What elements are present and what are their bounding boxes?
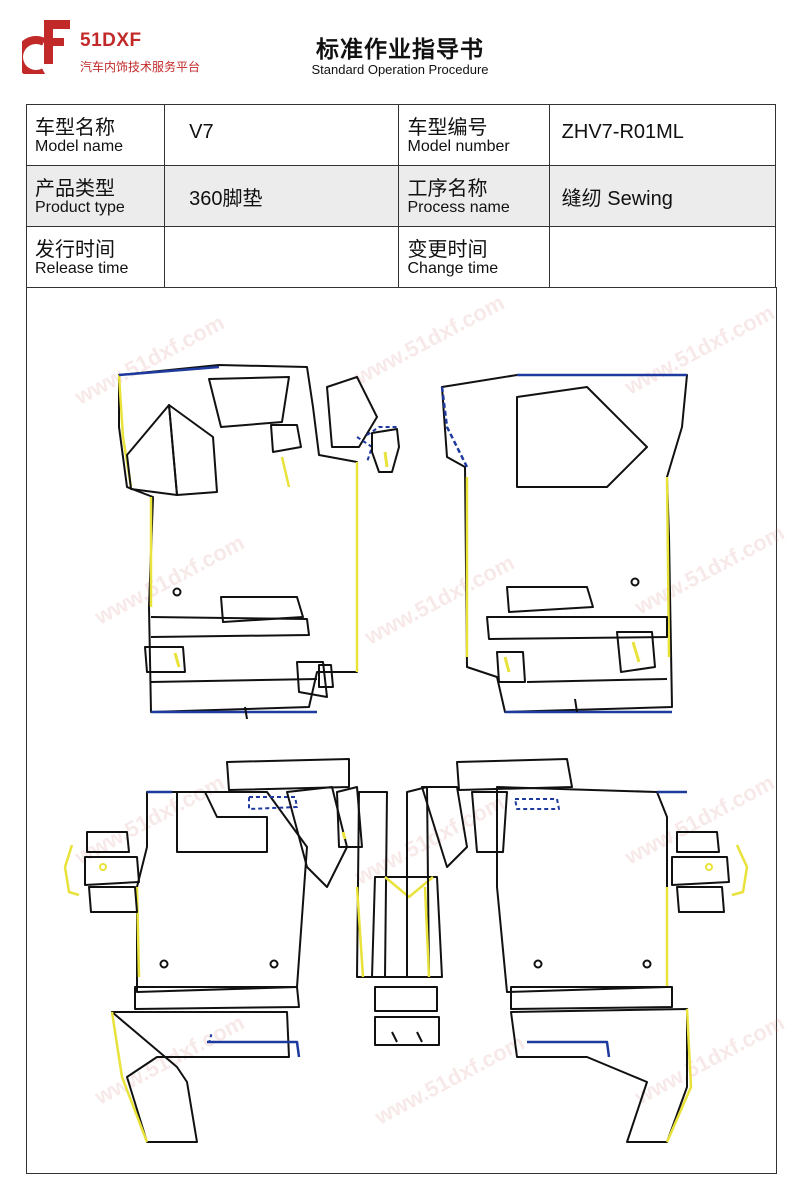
label-en: Change time: [407, 260, 499, 277]
product-type-value-cell: 360脚垫: [164, 165, 400, 227]
front-left-mat-pattern: [117, 364, 378, 720]
label-en: Product type: [35, 199, 125, 216]
change-time-label: 变更时间 Change time: [398, 226, 550, 288]
release-time-value: [165, 227, 398, 243]
info-table: 车型名称 Model name V7 车型编号 Model number ZHV…: [25, 104, 777, 288]
label-cn: 工序名称: [407, 176, 488, 200]
left-side-pads: [63, 831, 140, 913]
product-type-value: 360脚垫: [189, 188, 263, 210]
label-en: Model number: [407, 138, 510, 155]
product-type-label: 产品类型 Product type: [25, 165, 166, 227]
model-number-value-cell: ZHV7-R01ML: [548, 104, 777, 166]
pattern-drawing-area: www.51dxf.com www.51dxf.com www.51dxf.co…: [26, 287, 788, 1174]
info-row: 产品类型 Product type 360脚垫 工序名称 Process nam…: [25, 165, 777, 227]
rear-left-mat-pattern: [110, 758, 388, 1143]
document-title: 标准作业指导书: [316, 37, 484, 63]
release-time-value-cell: [164, 226, 400, 288]
right-side-pads: [671, 831, 749, 913]
label-cn: 发行时间: [35, 237, 115, 261]
process-name-label: 工序名称 Process name: [398, 165, 550, 227]
center-tunnel-pattern: [371, 876, 443, 1046]
label-cn: 车型名称: [35, 115, 115, 139]
brand-name: 51DXF: [80, 30, 142, 51]
info-row: 车型名称 Model name V7 车型编号 Model number ZHV…: [25, 104, 777, 166]
51dxf-logo-icon: [22, 20, 70, 74]
change-time-value-cell: [548, 226, 777, 288]
label-cn: 变更时间: [407, 237, 488, 261]
model-name-value-cell: V7: [164, 104, 400, 166]
heel-pad-piece: [366, 426, 400, 473]
label-en: Process name: [407, 199, 510, 216]
change-time-value: [550, 227, 775, 243]
process-name-value: 缝纫 Sewing: [561, 188, 673, 210]
model-name-value: V7: [189, 121, 214, 143]
front-right-mat-pattern: [440, 373, 688, 714]
model-number-label: 车型编号 Model number: [398, 104, 550, 166]
rear-right-mat-pattern: [406, 758, 693, 1143]
floor-mat-patterns: [63, 364, 749, 1143]
label-en: Release time: [35, 260, 129, 277]
process-name-value-cell: 缝纫 Sewing: [548, 165, 777, 227]
document-subtitle: Standard Operation Procedure: [311, 62, 489, 77]
model-name-label: 车型名称 Model name: [25, 104, 166, 166]
info-row: 发行时间 Release time 变更时间 Change time: [25, 226, 777, 288]
release-time-label: 发行时间 Release time: [25, 226, 166, 288]
label-en: Model name: [35, 138, 124, 155]
label-cn: 产品类型: [35, 176, 115, 200]
label-cn: 车型编号: [407, 115, 488, 139]
model-number-value: ZHV7-R01ML: [561, 121, 684, 143]
brand-subtitle: 汽车内饰技术服务平台: [80, 60, 201, 74]
